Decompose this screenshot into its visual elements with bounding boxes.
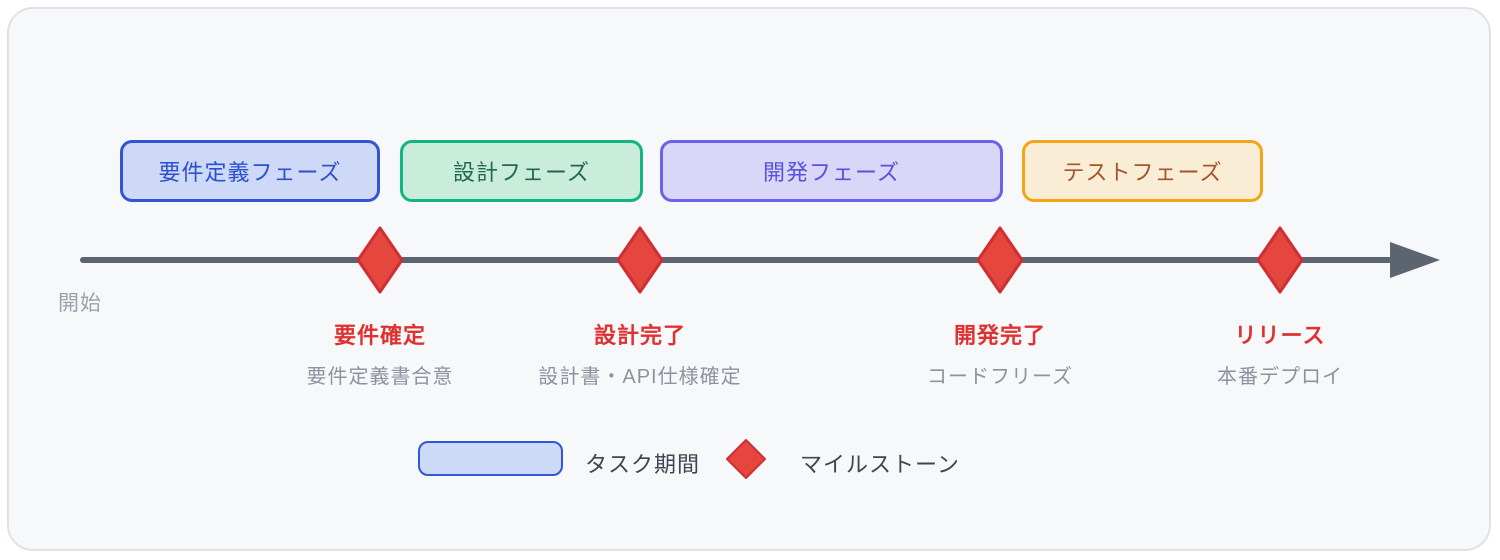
milestone-diamond-icon bbox=[1256, 226, 1304, 294]
phase-label-development: 開発フェーズ bbox=[763, 160, 900, 185]
timeline-axis bbox=[80, 257, 1392, 263]
milestone-title: リリース bbox=[1234, 323, 1326, 348]
legend-milestone-label: マイルストーン bbox=[800, 452, 960, 477]
milestone-subtitle: 要件定義書合意 bbox=[306, 366, 454, 388]
milestone-label-dev-complete: 開発完了 コードフリーズ bbox=[850, 318, 1150, 389]
phase-label-test: テストフェーズ bbox=[1062, 160, 1223, 185]
milestone-title: 開発完了 bbox=[953, 323, 1046, 348]
milestone-subtitle: コードフリーズ bbox=[927, 366, 1073, 388]
milestone-diamond-icon bbox=[976, 226, 1024, 294]
milestone-title: 設計完了 bbox=[593, 323, 686, 348]
milestone-diamond-icon bbox=[616, 226, 664, 294]
phase-box-development: 開発フェーズ bbox=[660, 140, 1003, 202]
legend-task-swatch bbox=[418, 441, 563, 476]
milestone-title: 要件確定 bbox=[333, 323, 426, 348]
arrow-right-icon bbox=[1390, 242, 1440, 278]
milestone-diamond-icon bbox=[356, 226, 404, 294]
phase-label-design: 設計フェーズ bbox=[453, 160, 590, 185]
legend-diamond-icon bbox=[726, 439, 766, 479]
milestone-label-release: リリース 本番デプロイ bbox=[1130, 318, 1430, 389]
milestone-subtitle: 設計書・API仕様確定 bbox=[538, 366, 742, 388]
phase-box-design: 設計フェーズ bbox=[400, 140, 643, 202]
milestone-label-requirements-fixed: 要件確定 要件定義書合意 bbox=[230, 318, 530, 389]
milestone-subtitle: 本番デプロイ bbox=[1217, 366, 1343, 388]
milestone-label-design-complete: 設計完了 設計書・API仕様確定 bbox=[490, 318, 790, 389]
timeline-start-label: 開始 bbox=[58, 292, 102, 315]
phase-box-requirements: 要件定義フェーズ bbox=[120, 140, 380, 202]
phase-label-requirements: 要件定義フェーズ bbox=[158, 160, 342, 185]
legend-task-label: タスク期間 bbox=[585, 452, 701, 477]
phase-box-test: テストフェーズ bbox=[1022, 140, 1263, 202]
